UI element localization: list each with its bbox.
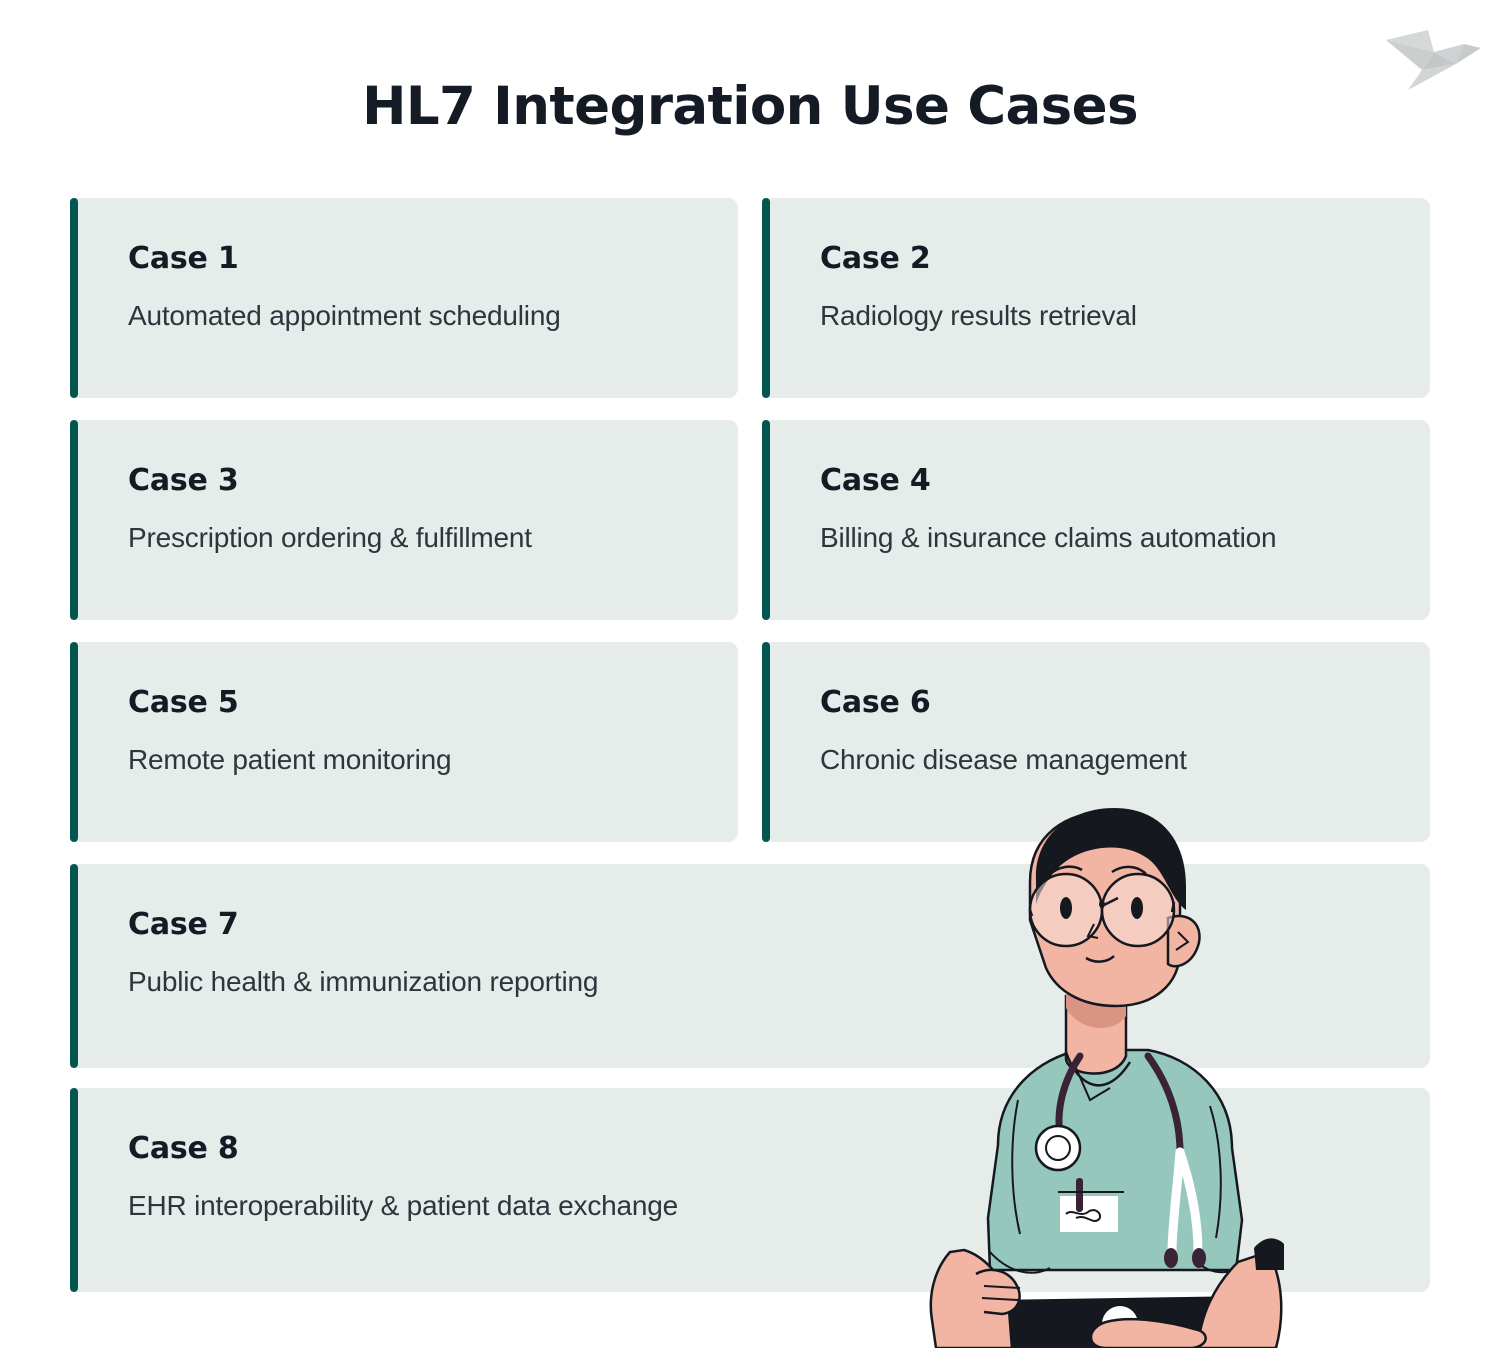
- accent-bar: [762, 420, 770, 620]
- card-row-2: Case 3 Prescription ordering & fulfillme…: [70, 420, 1430, 620]
- use-case-card[interactable]: Case 5 Remote patient monitoring: [70, 642, 738, 842]
- use-case-card[interactable]: Case 4 Billing & insurance claims automa…: [762, 420, 1430, 620]
- card-title: Case 5: [128, 685, 239, 720]
- use-case-grid: Case 1 Automated appointment scheduling …: [70, 198, 1430, 1312]
- card-title: Case 1: [128, 241, 239, 276]
- card-description: Public health & immunization reporting: [128, 966, 599, 997]
- card-description: Billing & insurance claims automation: [820, 522, 1277, 553]
- card-row-5: Case 8 EHR interoperability & patient da…: [70, 1088, 1430, 1292]
- card-description: Chronic disease management: [820, 744, 1187, 775]
- origami-bird-icon: [1386, 30, 1481, 90]
- page-title: HL7 Integration Use Cases: [362, 76, 1138, 137]
- accent-bar: [70, 420, 78, 620]
- brand-logo: [1378, 14, 1488, 96]
- use-case-card[interactable]: Case 1 Automated appointment scheduling: [70, 198, 738, 398]
- card-title: Case 8: [128, 1131, 239, 1166]
- card-description: Prescription ordering & fulfillment: [128, 522, 532, 553]
- card-title: Case 2: [820, 241, 931, 276]
- use-case-card[interactable]: Case 6 Chronic disease management: [762, 642, 1430, 842]
- accent-bar: [762, 642, 770, 842]
- card-description: Radiology results retrieval: [820, 300, 1137, 331]
- use-case-card[interactable]: Case 8 EHR interoperability & patient da…: [70, 1088, 1430, 1292]
- card-title: Case 3: [128, 463, 239, 498]
- card-row-4: Case 7 Public health & immunization repo…: [70, 864, 1430, 1068]
- card-description: EHR interoperability & patient data exch…: [128, 1190, 678, 1221]
- use-case-card[interactable]: Case 3 Prescription ordering & fulfillme…: [70, 420, 738, 620]
- card-title: Case 7: [128, 907, 239, 942]
- accent-bar: [70, 1088, 78, 1292]
- card-title: Case 4: [820, 463, 931, 498]
- card-title: Case 6: [820, 685, 931, 720]
- card-description: Automated appointment scheduling: [128, 300, 561, 331]
- accent-bar: [70, 198, 78, 398]
- use-case-card[interactable]: Case 2 Radiology results retrieval: [762, 198, 1430, 398]
- accent-bar: [70, 642, 78, 842]
- use-case-card[interactable]: Case 7 Public health & immunization repo…: [70, 864, 1430, 1068]
- accent-bar: [762, 198, 770, 398]
- card-row-3: Case 5 Remote patient monitoring Case 6 …: [70, 642, 1430, 842]
- card-description: Remote patient monitoring: [128, 744, 452, 775]
- card-row-1: Case 1 Automated appointment scheduling …: [70, 198, 1430, 398]
- accent-bar: [70, 864, 78, 1068]
- hand-right: [1089, 1317, 1207, 1348]
